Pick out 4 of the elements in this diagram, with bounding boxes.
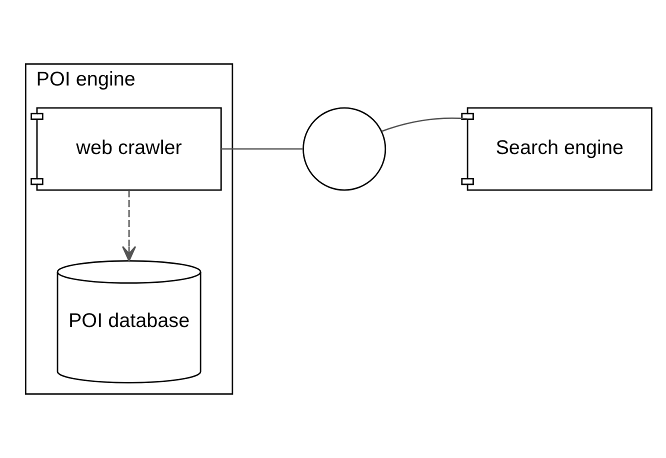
arrow — [122, 190, 136, 262]
connector — [221, 148, 303, 150]
connector — [382, 117, 468, 132]
node-circle — [302, 107, 386, 191]
